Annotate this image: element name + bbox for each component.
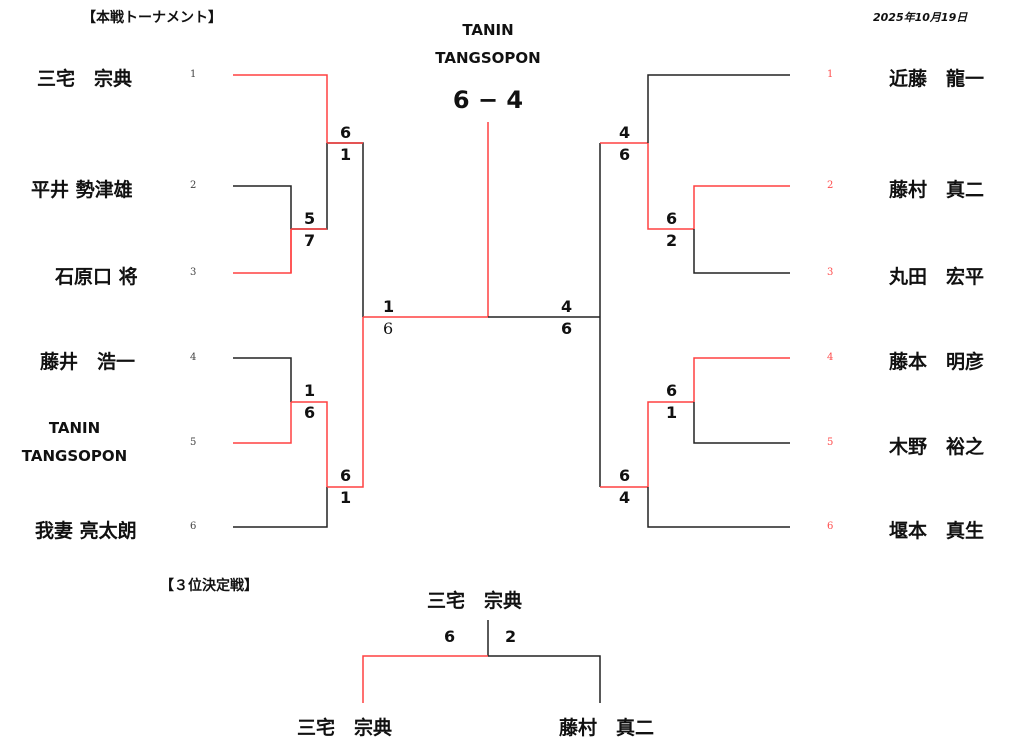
third-right-line	[488, 655, 601, 703]
left-player-5-name-line2: TANGSOPON	[21, 447, 128, 465]
right-player-1-seed: 1	[827, 69, 834, 80]
right-player-4-seed: 4	[827, 352, 834, 363]
right-p1-line	[647, 74, 790, 143]
left-player-6-name: 我妻 亮太朗	[35, 520, 137, 542]
left-player-6-seed: 6	[190, 521, 197, 532]
left-player-3-name: 石原口 将	[55, 266, 138, 288]
right-semi-top-score-b: 6	[619, 145, 631, 164]
third-place-title: 【３位決定戦】	[160, 578, 258, 594]
left-r1-top-score-b: 7	[304, 231, 316, 250]
right-r1-top-score-b: 2	[666, 231, 678, 250]
left-final-score-b: 6	[383, 319, 394, 338]
right-final-score-b: 6	[561, 319, 573, 338]
right-r1-top-winner	[647, 143, 694, 230]
left-player-2-name: 平井 勢津雄	[31, 179, 133, 201]
left-semi-top-score-b: 1	[340, 145, 352, 164]
left-player-4-name: 藤井 浩一	[40, 351, 136, 373]
final-winner-line2: TANGSOPON	[435, 49, 541, 67]
right-r1-bottom-score-b: 1	[666, 403, 678, 422]
left-bracket-lines	[233, 74, 488, 528]
left-final-score-a: 1	[383, 297, 395, 316]
right-player-3-name: 丸田 宏平	[889, 266, 985, 288]
tournament-title: 【本戦トーナメント】	[82, 10, 222, 26]
left-r1-top-score-a: 5	[304, 209, 316, 228]
tournament-date: 2025年10月19日	[873, 11, 968, 24]
right-semi-top-score-a: 4	[619, 123, 631, 142]
final-winner-line1: TANIN	[462, 21, 514, 39]
right-player-6-seed: 6	[827, 521, 834, 532]
right-player-2-name: 藤村 真二	[889, 179, 985, 201]
left-player-2-seed: 2	[190, 180, 197, 191]
right-player-6-name: 堰本 真生	[889, 520, 985, 542]
left-r1-bottom-score-b: 6	[304, 403, 316, 422]
left-semi-bottom-score-a: 6	[340, 466, 352, 485]
right-player-5-name: 木野 裕之	[889, 436, 985, 458]
right-player-3-seed: 3	[827, 267, 834, 278]
right-player-4-name: 藤本 明彦	[889, 351, 985, 373]
third-place-winner: 三宅 宗典	[427, 590, 523, 612]
left-player-5-name: TANIN TANGSOPON	[12, 414, 137, 470]
final-winner: TANIN TANGSOPON	[408, 16, 568, 72]
right-player-1-name: 近藤 龍一	[889, 68, 985, 90]
third-place-lines	[362, 620, 601, 703]
left-semi-top-score-a: 6	[340, 123, 352, 142]
right-r1-top-score-a: 6	[666, 209, 678, 228]
third-place-score-right: 2	[505, 627, 517, 646]
left-player-1-seed: 1	[190, 69, 197, 80]
third-place-player-left: 三宅 宗典	[297, 717, 393, 739]
left-p3-line	[233, 229, 292, 274]
third-place-score-left: 6	[444, 627, 456, 646]
left-player-1-name: 三宅 宗典	[37, 68, 133, 90]
left-p1-line	[233, 74, 328, 143]
right-player-5-seed: 5	[827, 437, 834, 448]
right-r1-bottom-winner	[647, 401, 694, 487]
left-player-5-name-line1: TANIN	[48, 419, 101, 437]
left-r1-bottom-score-a: 1	[304, 381, 316, 400]
left-semi-top-winner	[327, 142, 364, 317]
third-place-player-right: 藤村 真二	[559, 717, 655, 739]
right-player-2-seed: 2	[827, 180, 834, 191]
left-r1-bottom-winner	[291, 401, 328, 487]
left-player-5-seed: 5	[190, 437, 197, 448]
final-score: 6 − 4	[452, 86, 524, 114]
left-semi-bottom-score-b: 1	[340, 488, 352, 507]
right-r1-bottom-score-a: 6	[666, 381, 678, 400]
right-p6-line	[647, 487, 790, 528]
left-player-4-seed: 4	[190, 352, 197, 363]
right-bracket-lines	[488, 74, 790, 528]
left-p4-line	[233, 357, 292, 402]
third-left-line	[362, 655, 488, 703]
left-p5-line	[233, 402, 292, 444]
right-semi-bottom-score-b: 4	[619, 488, 631, 507]
right-p2-line	[693, 185, 790, 229]
right-final-score-a: 4	[561, 297, 573, 316]
left-p6-line	[233, 487, 328, 528]
left-player-3-seed: 3	[190, 267, 197, 278]
right-p4-line	[693, 357, 790, 402]
left-semi-bottom-winner	[327, 317, 364, 488]
right-p5-line	[693, 402, 790, 444]
left-p2-line	[233, 185, 292, 229]
right-semi-bottom-score-a: 6	[619, 466, 631, 485]
right-p3-line	[693, 229, 790, 274]
